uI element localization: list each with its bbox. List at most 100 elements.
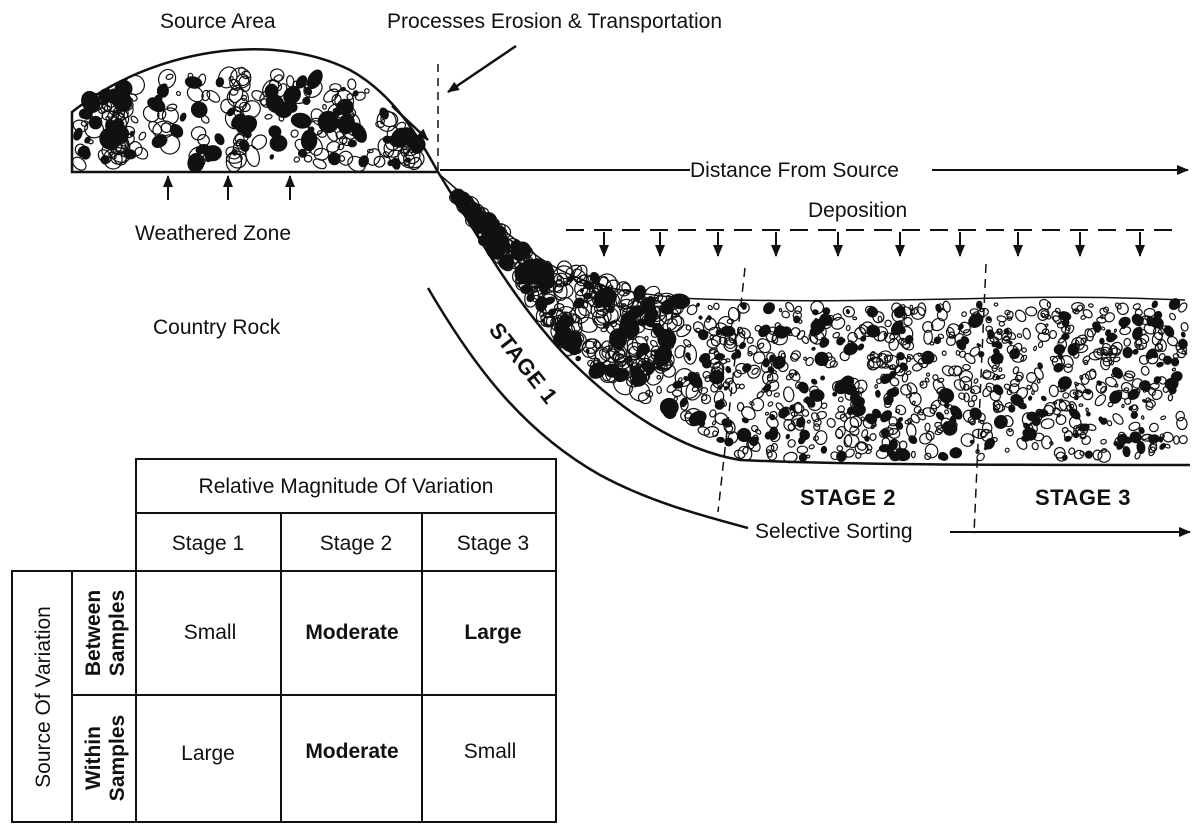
clast [235, 73, 250, 87]
clast [761, 387, 767, 394]
clast [593, 357, 601, 365]
clast [1020, 354, 1028, 362]
clast [1006, 428, 1014, 437]
clast [217, 66, 238, 89]
weathering-arrows [163, 175, 295, 200]
clast [1021, 412, 1034, 427]
clast [766, 389, 773, 397]
clast [645, 366, 664, 386]
clast [644, 285, 661, 302]
clast [958, 350, 967, 358]
clast [631, 371, 648, 387]
clast [835, 425, 846, 439]
clast [194, 155, 206, 168]
clast [754, 324, 762, 332]
clast [329, 83, 342, 93]
clast [474, 221, 494, 233]
clast [366, 148, 381, 166]
clast [733, 339, 737, 344]
clast [937, 333, 945, 340]
clast [175, 90, 182, 97]
clast [764, 411, 770, 416]
clast [883, 354, 892, 362]
clast [1095, 381, 1108, 394]
clast [1157, 339, 1167, 352]
clast [165, 73, 174, 80]
clast [660, 397, 679, 416]
clast [1004, 447, 1010, 453]
clast [1122, 446, 1131, 458]
clast [190, 101, 208, 118]
clast [822, 360, 828, 367]
clast [836, 336, 845, 346]
clast [897, 417, 904, 423]
clast [575, 287, 597, 303]
clast [186, 85, 204, 103]
clast [776, 324, 781, 329]
clast [561, 333, 579, 350]
clast [1053, 399, 1067, 412]
clast [780, 326, 792, 337]
clast [905, 393, 913, 399]
clast [1085, 423, 1097, 431]
clast [1084, 328, 1094, 342]
clast [785, 301, 795, 313]
clast [665, 294, 674, 304]
clast [1072, 429, 1079, 438]
clast [727, 306, 740, 322]
clast [975, 300, 983, 309]
clast [622, 307, 635, 320]
clast [1168, 298, 1181, 311]
clast [750, 397, 765, 412]
clast [880, 410, 893, 423]
clast [959, 376, 973, 391]
clast [929, 341, 935, 346]
clast [737, 445, 753, 462]
clast [946, 404, 953, 410]
clast [1160, 415, 1167, 421]
clast [736, 427, 752, 443]
clast [879, 427, 894, 439]
clast [582, 338, 601, 354]
clast [1129, 431, 1142, 444]
clast [1012, 353, 1017, 358]
clast [607, 284, 614, 292]
deposition-label: Deposition [808, 199, 907, 222]
clast [1148, 422, 1159, 433]
clast [80, 148, 91, 160]
clast [72, 156, 87, 171]
clast [1057, 337, 1068, 351]
clast [1055, 414, 1067, 426]
clast [740, 302, 747, 310]
clast [942, 421, 949, 428]
clast [742, 446, 749, 455]
clast [347, 139, 357, 148]
clast [709, 409, 717, 418]
clast [659, 341, 666, 348]
clast [835, 411, 846, 420]
cell-within-stage-2: Moderate [305, 740, 398, 763]
clast [152, 120, 176, 139]
clast [1161, 325, 1168, 331]
clast [491, 223, 506, 238]
clast [767, 401, 774, 407]
clast [993, 415, 1008, 429]
clast [1151, 331, 1163, 346]
clast [831, 316, 846, 330]
clast [765, 379, 780, 392]
clast [505, 264, 512, 271]
row-group-label: Source Of Variation [32, 606, 55, 788]
clast [1058, 336, 1066, 344]
clast [775, 402, 785, 411]
clast [735, 362, 749, 375]
clast [1031, 382, 1039, 392]
clast [354, 91, 366, 101]
clast [742, 363, 752, 373]
clast [1141, 433, 1154, 442]
clast [1082, 309, 1093, 319]
clast [130, 115, 139, 124]
clast [766, 450, 778, 461]
clast [1052, 315, 1062, 325]
clast [837, 396, 844, 403]
clast [1137, 444, 1143, 450]
